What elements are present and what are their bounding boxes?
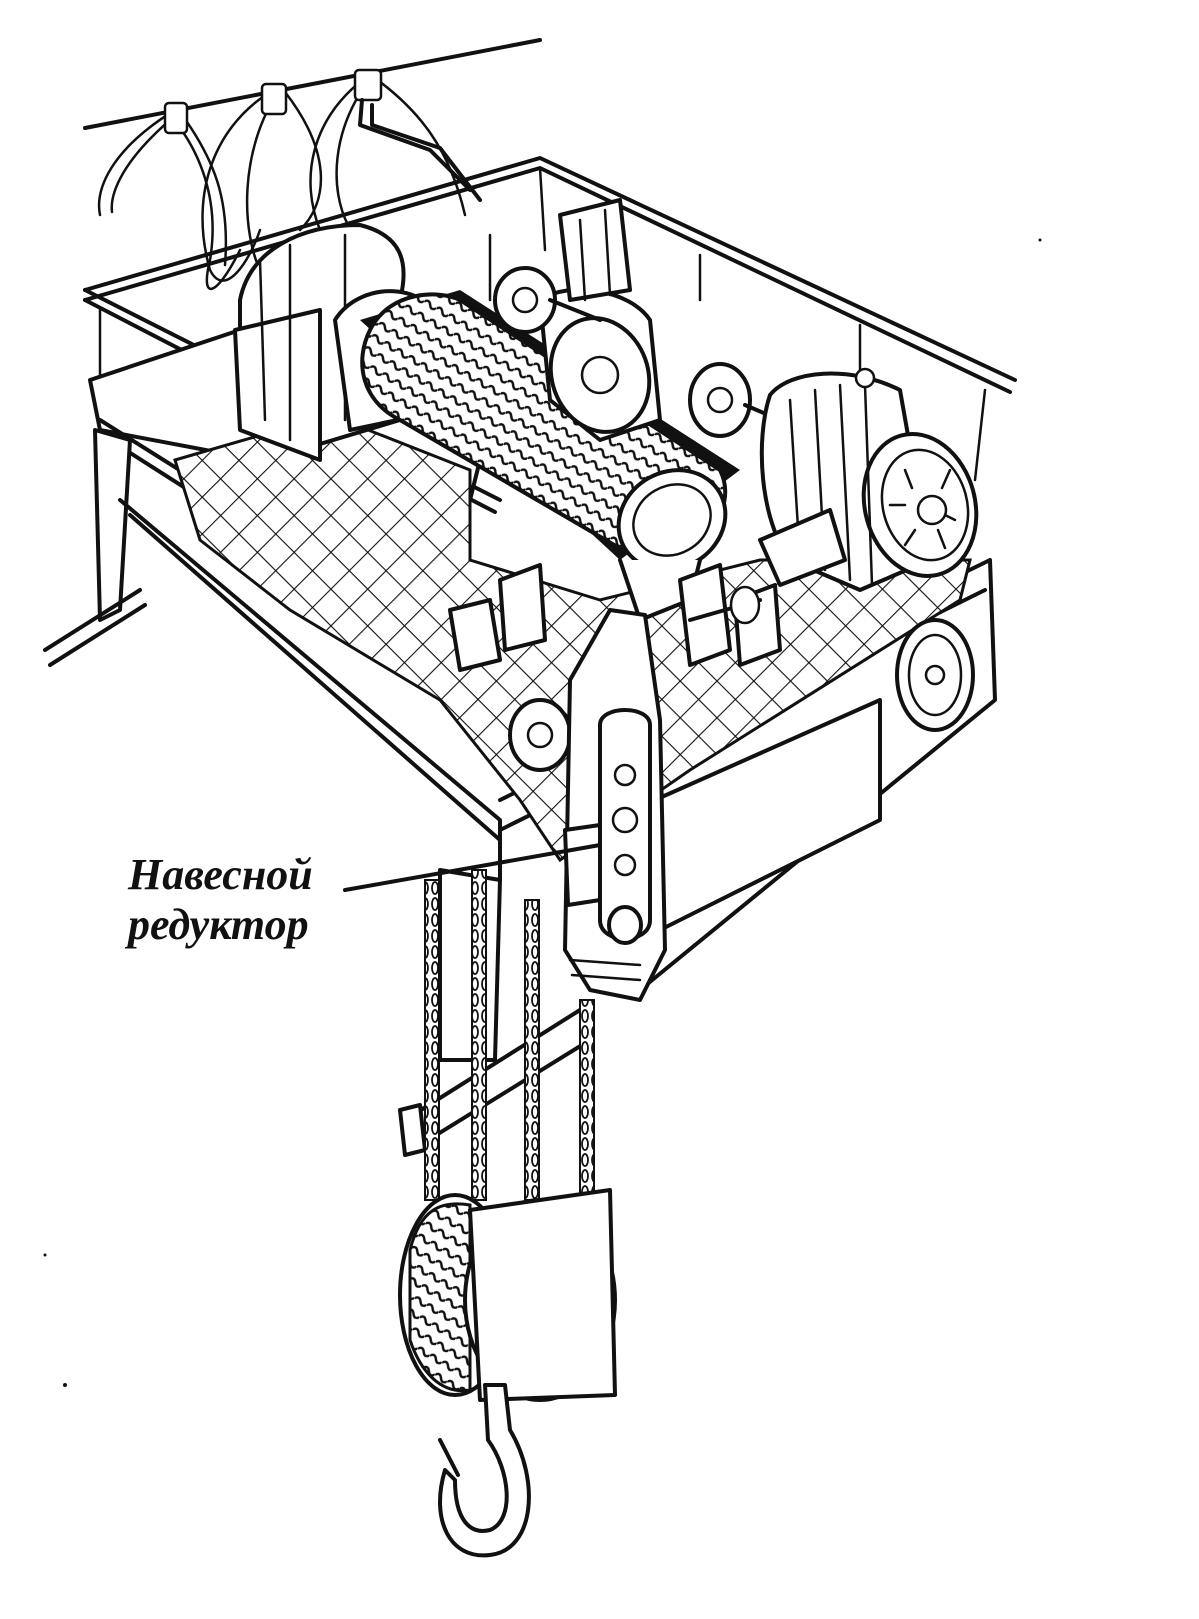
mesh-floor (173, 413, 972, 863)
scan-specks (43, 238, 1042, 1387)
hoist-ropes (424, 869, 595, 1231)
trolley-wheel (508, 618, 975, 772)
brake-assembly (448, 563, 782, 672)
rope-drum (360, 290, 740, 622)
callout-line-2: редуктор (128, 900, 309, 949)
hoist-motor (758, 367, 979, 592)
callout-line-1: Навесной (128, 850, 313, 899)
callout-label: Навесной редуктор (128, 850, 313, 950)
hanging-gearbox (563, 608, 667, 1002)
drum-gearbox (233, 223, 447, 462)
intermediate-gearbox (493, 198, 782, 442)
hook-block (398, 1188, 617, 1402)
crane-hook (438, 1383, 531, 1558)
callout-leader (343, 843, 602, 892)
